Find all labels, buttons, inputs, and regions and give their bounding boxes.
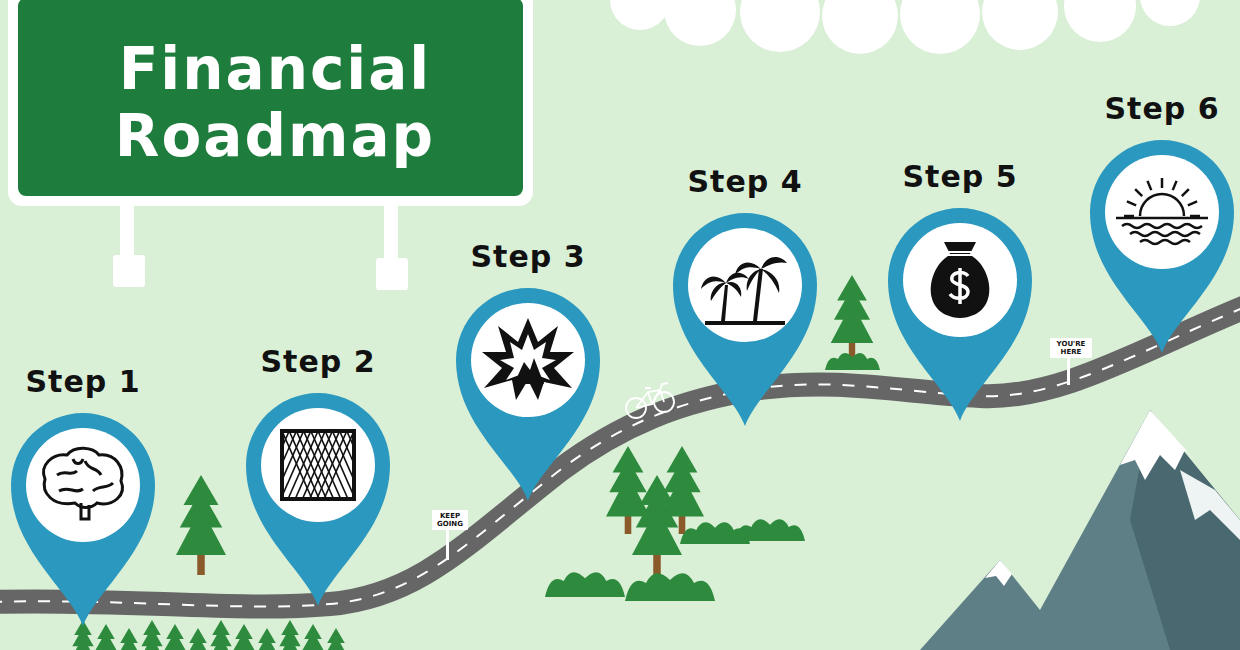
title: Financial Roadmap [40, 36, 510, 169]
step-label: Step 5 [885, 157, 1035, 197]
step-pin: Step 4 [670, 162, 820, 430]
step-pin: Step 5 [885, 157, 1035, 425]
sign-post [446, 525, 449, 560]
road-marking [0, 305, 1240, 607]
step-label: Step 6 [1087, 89, 1237, 129]
signpost-label: YOU'RE HERE [1050, 338, 1092, 358]
step-pin: Step 6 [1087, 89, 1237, 357]
map-pin [243, 390, 393, 610]
step-pin: Step 1 [8, 362, 158, 630]
step-pin: Step 3 [453, 237, 603, 505]
step-label: Step 4 [670, 162, 820, 202]
map-pin [453, 285, 603, 505]
road [0, 305, 1240, 607]
road-sign [8, 0, 533, 290]
map-pin [670, 210, 820, 430]
map-pin [885, 205, 1035, 425]
map-pin [8, 410, 158, 630]
map-pin [1087, 137, 1237, 357]
step-label: Step 1 [8, 362, 158, 402]
step-pin: Step 2 [243, 342, 393, 610]
sign-post [1067, 355, 1070, 385]
sign-title: Financial Roadmap [40, 20, 510, 185]
step-label: Step 2 [243, 342, 393, 382]
step-label: Step 3 [453, 237, 603, 277]
signpost-label: KEEP GOING [432, 510, 468, 530]
bicycle [626, 383, 674, 418]
cloud [610, 0, 1200, 54]
mountains [920, 410, 1240, 650]
